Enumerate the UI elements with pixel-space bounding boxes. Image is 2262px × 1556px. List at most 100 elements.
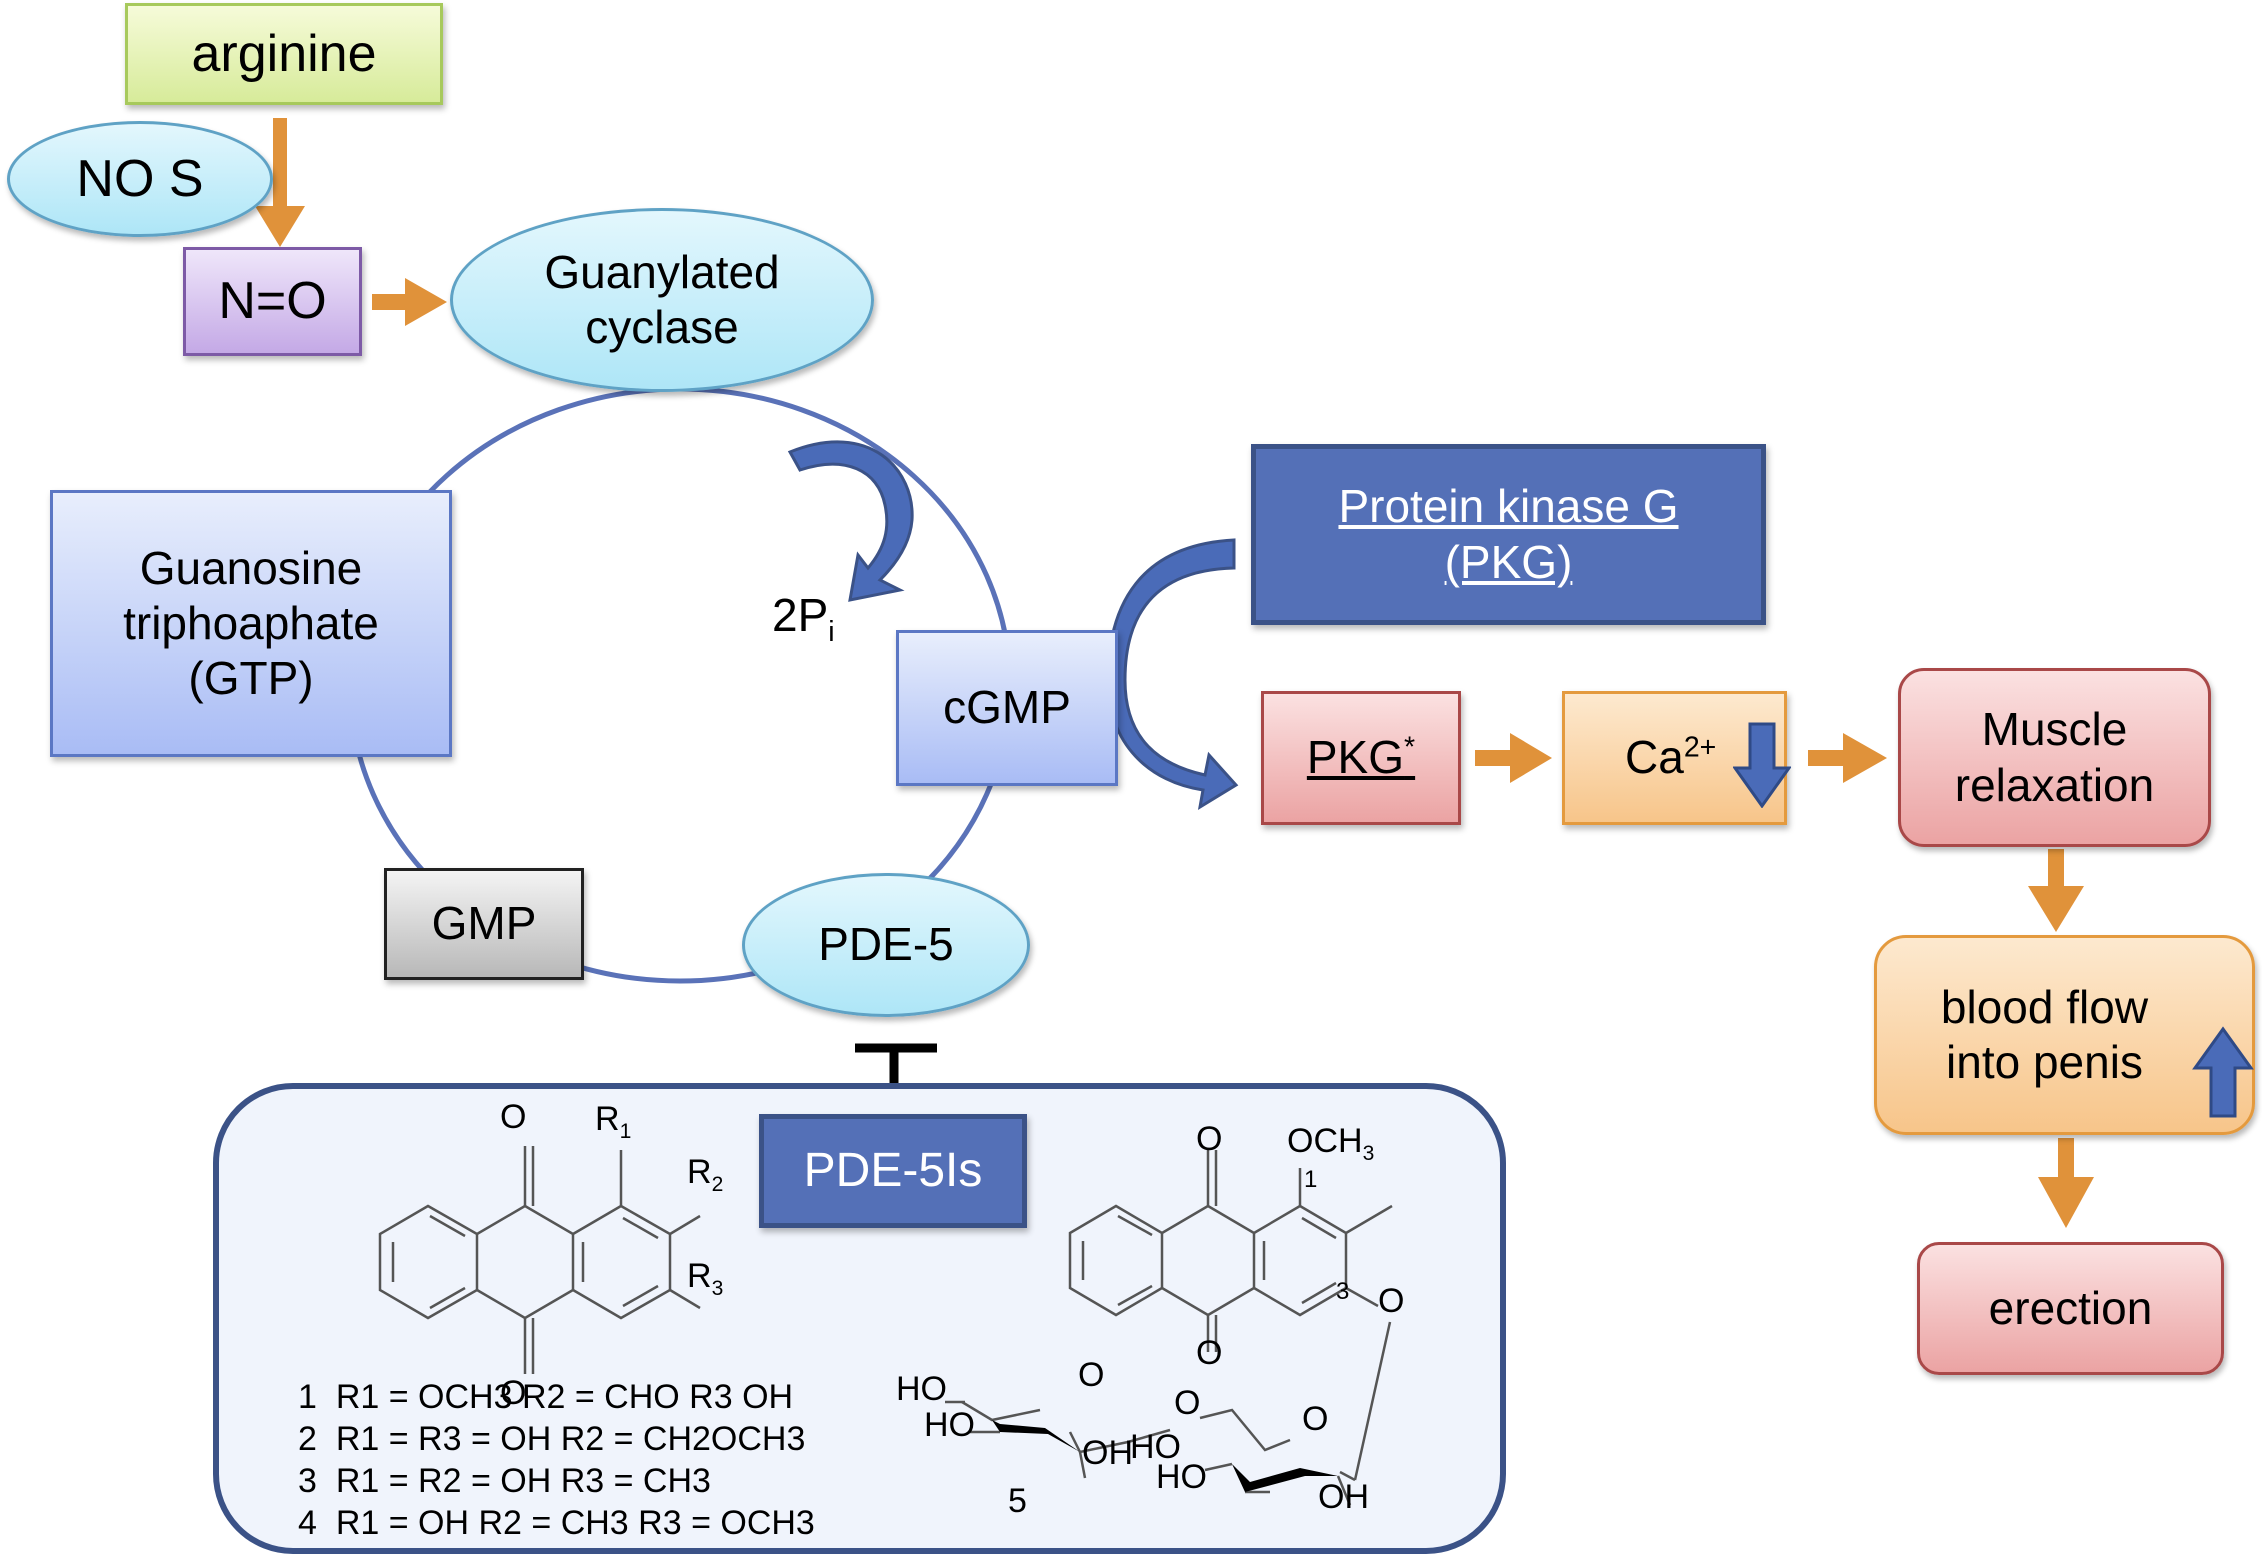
nos-ellipse: NO S [7, 121, 273, 237]
blood-flow-box: blood flow into penis [1874, 935, 2255, 1135]
calcium-to-muscle-arrow [1808, 733, 1887, 783]
compound-5-id: 5 [1008, 1482, 1027, 1520]
arrow-down-icon [1733, 722, 1791, 808]
phosphate-subscript: i [828, 616, 835, 649]
methoxy-base: OCH [1287, 1122, 1363, 1160]
pde5-inhibitors-box: PDE-5Is [759, 1114, 1027, 1228]
methoxy-label: OCH3 [1287, 1122, 1374, 1164]
compound-1-definition: 1 R1 = OCH3 R2 = CHO R3 OH [298, 1378, 793, 1417]
phosphate-label: 2Pi [772, 588, 835, 646]
glycoside-anthraquinone-structure [945, 1150, 1393, 1506]
calcium-superscript: 2+ [1683, 732, 1717, 765]
arginine-label: arginine [191, 24, 377, 83]
compound-3-text: R1 = R2 = OH R3 = CH3 [335, 1462, 711, 1500]
compound-1-id: 1 [298, 1378, 317, 1416]
sugar-ring-o-1: O [1078, 1356, 1105, 1394]
phosphate-release-arrow [787, 440, 914, 602]
r2-base: R [687, 1153, 712, 1191]
sugar-oh-2: OH [1318, 1478, 1369, 1516]
calcium-box: Ca2+ [1562, 691, 1791, 825]
protein-kinase-g-box: Protein kinase G (PKG) [1251, 444, 1766, 625]
muscle-relaxation-box: Muscle relaxation [1898, 668, 2211, 847]
r2-subscript: 2 [711, 1172, 724, 1196]
sugar-ho-2: HO [924, 1406, 975, 1444]
gtp-line-1: Guanosine [139, 541, 363, 594]
compound-4-id: 4 [298, 1504, 317, 1542]
anthraquinone-general-structure [378, 1146, 701, 1374]
sugar-wedge-bonds [992, 1420, 1338, 1492]
r3-base: R [687, 1257, 712, 1295]
glycoside-carbonyl-top: O [1196, 1120, 1223, 1158]
sugar-ring-o-2: O [1302, 1400, 1329, 1438]
cgmp-box: cGMP [896, 630, 1118, 786]
arginine-box: arginine [125, 3, 443, 105]
sugar-linking-o: O [1174, 1384, 1201, 1422]
compound-4-definition: 4 R1 = OH R2 = CH3 R3 = OCH3 [298, 1504, 815, 1543]
pkg-to-calcium-arrow [1475, 733, 1552, 783]
pde5-inhibitors-label: PDE-5Is [803, 1144, 983, 1198]
sugar-ho-3: HO [1130, 1428, 1181, 1466]
glycoside-carbonyl-bottom: O [1196, 1334, 1223, 1372]
calcium-label: Ca2+ [1625, 730, 1716, 785]
pkg-active-superscript: * [1404, 732, 1416, 765]
compound-2-id: 2 [298, 1420, 317, 1458]
gtp-line-3: (GTP) [188, 652, 314, 705]
cgmp-label: cGMP [943, 681, 1071, 734]
calcium-base: Ca [1625, 731, 1684, 784]
nitric-oxide-label: N=O [218, 272, 327, 331]
r2-label: R2 [687, 1153, 723, 1195]
gmp-box: GMP [384, 868, 584, 980]
general-carbonyl-bottom: O [500, 1374, 527, 1412]
r1-base: R [595, 1100, 620, 1138]
pkg-line-1: Protein kinase G [1338, 480, 1679, 533]
guanylated-cyclase-ellipse: Guanylated cyclase [450, 208, 874, 392]
sugar-ho-1: HO [896, 1370, 947, 1408]
pkg-active-base: PKG [1306, 731, 1405, 784]
sugar-oh-1: OH [1082, 1434, 1133, 1472]
guanylated-cyclase-line-1: Guanylated [544, 245, 780, 298]
r1-label: R1 [595, 1100, 631, 1142]
erection-label: erection [1988, 1281, 2153, 1334]
general-carbonyl-top: O [500, 1098, 527, 1136]
pkg-activation-arrow [1106, 538, 1239, 811]
gmp-label: GMP [431, 897, 537, 950]
compound-1-text: R1 = OCH3 R2 = CHO R3 OH [335, 1378, 794, 1416]
guanylated-cyclase-line-2: cyclase [585, 301, 739, 353]
blood-flow-line-2: into penis [1946, 1036, 2143, 1088]
methoxy-subscript: 3 [1362, 1141, 1375, 1165]
pde5-label: PDE-5 [818, 918, 954, 971]
muscle-to-bloodflow-arrow [2028, 849, 2084, 932]
compound-3-definition: 3 R1 = R2 = OH R3 = CH3 [298, 1462, 711, 1501]
muscle-relaxation-line-2: relaxation [1954, 758, 2155, 811]
arrow-up-icon [2192, 1026, 2254, 1118]
position-3-label: 3 [1336, 1278, 1350, 1305]
pkg-active-label: PKG* [1307, 730, 1415, 785]
compound-2-definition: 2 R1 = R3 = OH R2 = CH2OCH3 [298, 1420, 805, 1459]
r3-label: R3 [687, 1257, 723, 1299]
gtp-box: Guanosine triphoaphate (GTP) [50, 490, 452, 757]
erection-box: erection [1917, 1242, 2224, 1375]
ether-oxygen-label: O [1378, 1282, 1405, 1320]
arginine-to-no-arrow [255, 118, 305, 247]
pde5-ellipse: PDE-5 [742, 873, 1030, 1017]
compound-4-text: R1 = OH R2 = CH3 R3 = OCH3 [335, 1504, 815, 1542]
blood-flow-line-1: blood flow [1940, 980, 2149, 1033]
r3-subscript: 3 [711, 1276, 724, 1300]
bloodflow-to-erection-arrow [2038, 1138, 2094, 1228]
no-to-cyclase-arrow [372, 278, 447, 326]
pkg-line-2: (PKG) [1444, 535, 1573, 588]
compound-3-id: 3 [298, 1462, 317, 1500]
phosphate-base: 2P [772, 589, 829, 641]
nos-label: NO S [76, 149, 204, 208]
nitric-oxide-box: N=O [183, 247, 362, 356]
sugar-ho-4: HO [1156, 1458, 1207, 1496]
r1-subscript: 1 [619, 1119, 632, 1143]
position-1-label: 1 [1304, 1166, 1318, 1193]
muscle-relaxation-line-1: Muscle [1981, 703, 2128, 756]
pkg-active-box: PKG* [1261, 691, 1461, 825]
gtp-line-2: triphoaphate [123, 596, 379, 649]
compound-2-text: R1 = R3 = OH R2 = CH2OCH3 [335, 1420, 806, 1458]
